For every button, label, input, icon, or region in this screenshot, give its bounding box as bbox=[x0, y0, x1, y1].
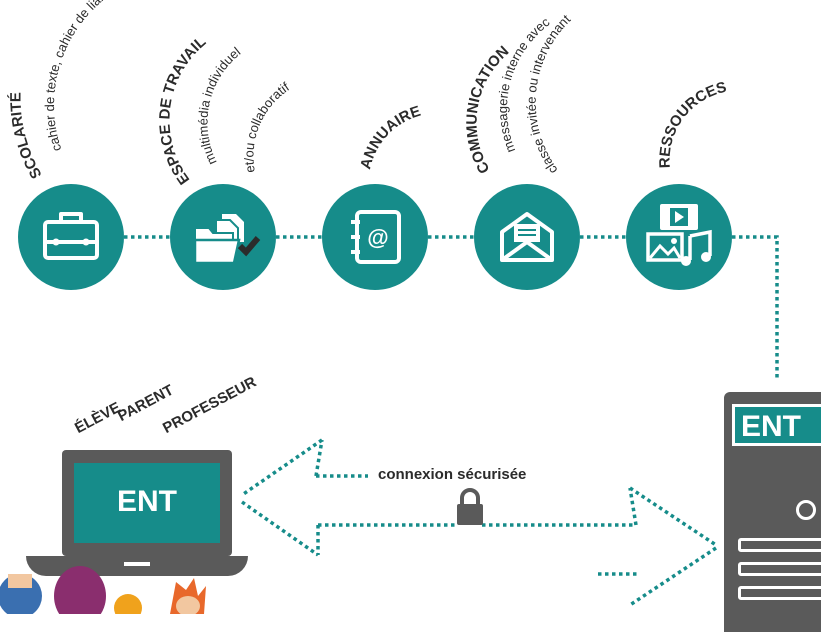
label-scolarite: SCOLARITÉ bbox=[7, 92, 45, 181]
service-annuaire[interactable]: @ bbox=[322, 184, 428, 290]
label-espace-sub1: multimédia individuel bbox=[195, 44, 243, 167]
laptop-screen: ENT bbox=[74, 463, 220, 543]
server-slot bbox=[738, 538, 821, 552]
folders-icon bbox=[193, 214, 261, 265]
service-scolarite[interactable] bbox=[18, 184, 124, 290]
server-slot bbox=[738, 562, 821, 576]
laptop-screen-frame: ENT bbox=[62, 450, 232, 556]
label-scolarite-title: SCOLARITÉ bbox=[7, 92, 45, 181]
label-annuaire: ANNUAIRE bbox=[357, 103, 423, 171]
server: ENT bbox=[724, 392, 821, 632]
server-ent-label: ENT bbox=[741, 410, 801, 443]
service-labels: SCOLARITÉ cahier de texte, cahier de lia… bbox=[7, 0, 728, 188]
briefcase-icon bbox=[43, 212, 99, 260]
service-communication[interactable] bbox=[474, 184, 580, 290]
label-scolarite-sub: cahier de texte, cahier de liaison bbox=[42, 0, 122, 153]
svg-text:@: @ bbox=[367, 225, 388, 250]
service-espace-de-travail[interactable] bbox=[170, 184, 276, 290]
lock-icon bbox=[457, 488, 483, 525]
service-ressources[interactable] bbox=[626, 184, 732, 290]
connector-lines bbox=[124, 235, 779, 607]
users-illustration bbox=[0, 566, 206, 614]
envelope-icon bbox=[500, 212, 554, 262]
server-ent-box: ENT bbox=[732, 404, 821, 446]
laptop-trackpad bbox=[124, 562, 150, 566]
connection-label: connexion sécurisée bbox=[378, 466, 527, 483]
laptop-ent-label: ENT bbox=[117, 485, 177, 518]
address-book-icon: @ bbox=[351, 210, 401, 264]
server-power-button bbox=[796, 500, 816, 520]
server-slot bbox=[738, 586, 821, 600]
label-espace-sub2: et/ou collaboratif bbox=[241, 79, 292, 174]
label-ressources: RESSOURCES bbox=[656, 79, 728, 169]
media-icon bbox=[646, 204, 712, 266]
